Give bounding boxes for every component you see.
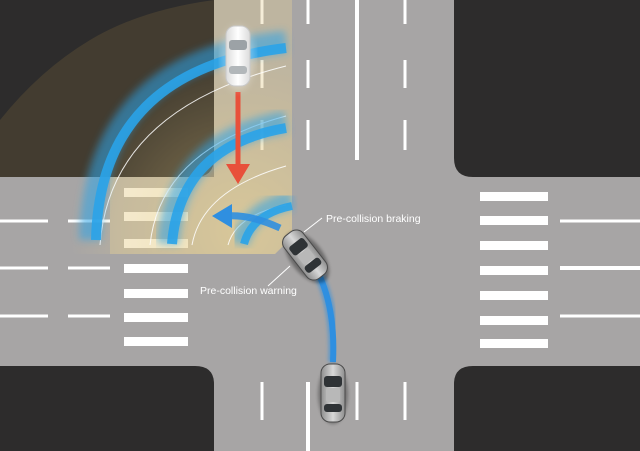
oncoming-car-icon: [222, 25, 254, 90]
crosswalk-east: [480, 192, 548, 348]
callout-warning: Pre-collision warning: [200, 285, 297, 297]
callout-lines: [267, 217, 323, 287]
callout-braking: Pre-collision braking: [326, 213, 421, 225]
car-icon: [282, 229, 330, 283]
collision-arrow-icon: [226, 92, 250, 184]
rear-car-icon: [318, 363, 348, 424]
